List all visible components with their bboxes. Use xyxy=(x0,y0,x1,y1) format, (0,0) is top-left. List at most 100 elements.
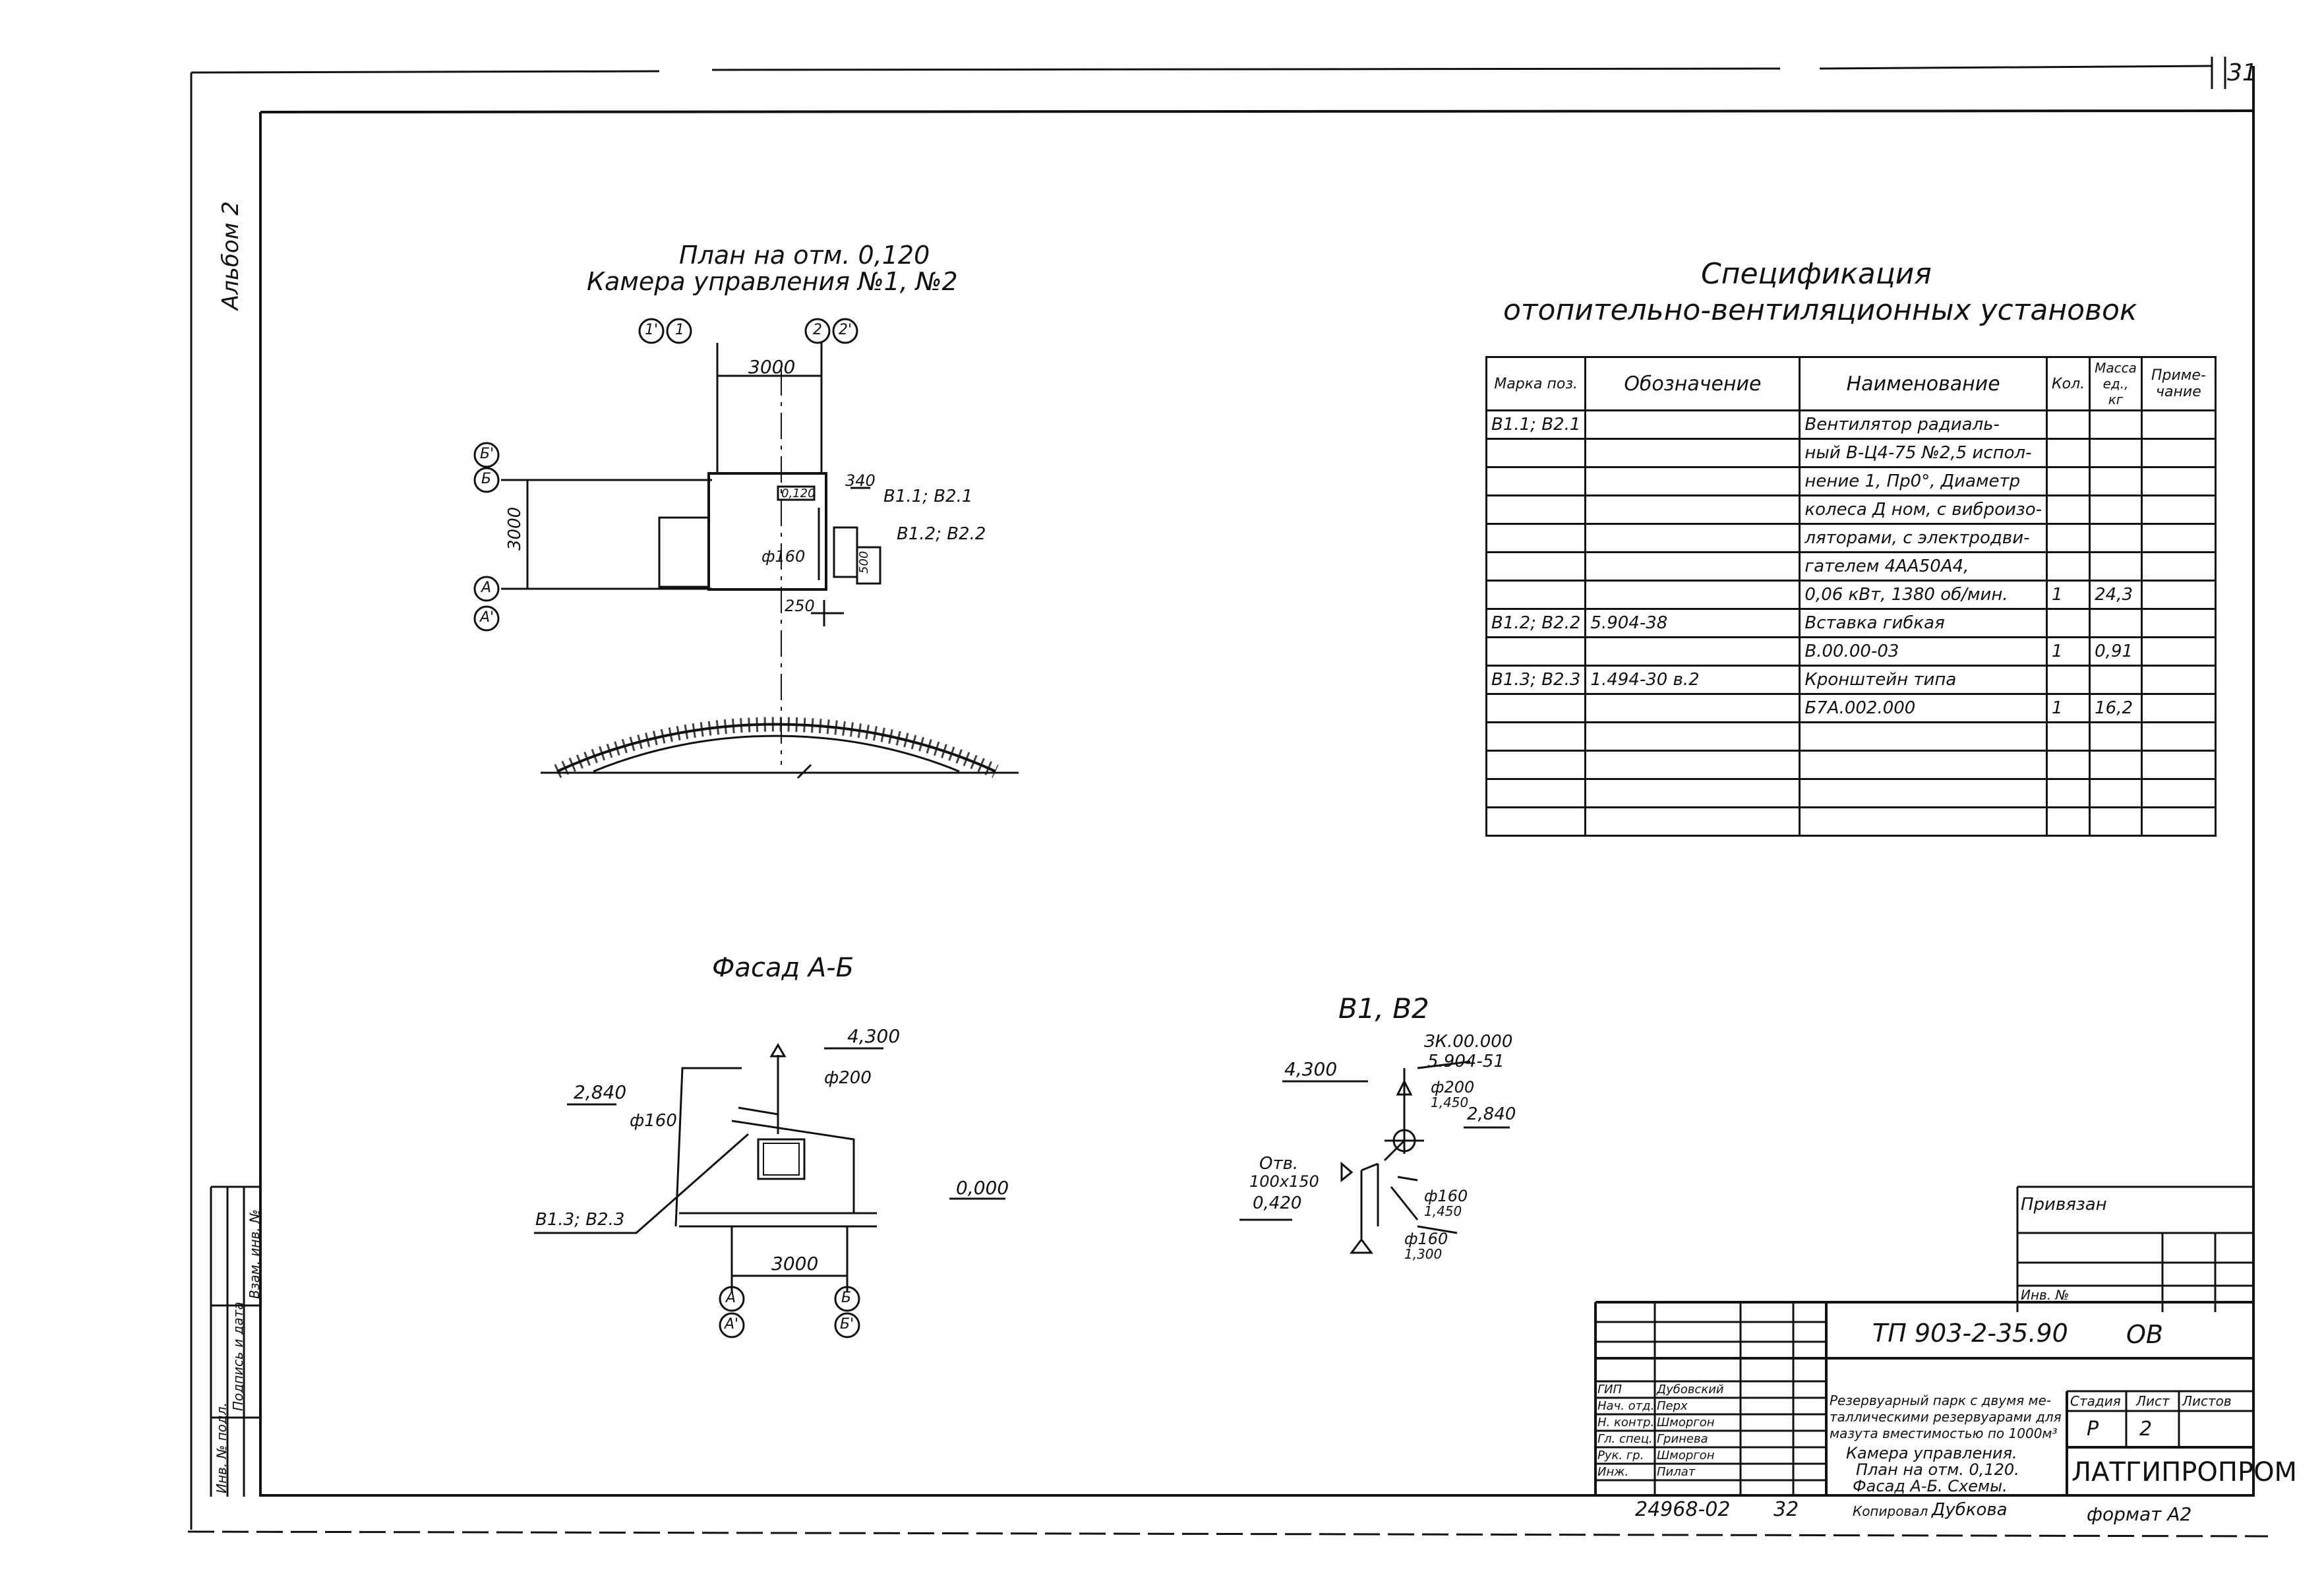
spec-cell-designation xyxy=(1584,409,1801,440)
spec-cell-name: гателем 4АА50А4, xyxy=(1799,551,2048,582)
spec-cell-qty xyxy=(2045,750,2091,780)
spec-cell-mass xyxy=(2089,409,2143,440)
stamp-desc-2: таллическими резервуарами для xyxy=(1830,1409,2062,1425)
spec-cell-designation xyxy=(1584,693,1801,723)
page-number: 31 xyxy=(2227,59,2257,86)
spec-row xyxy=(1485,806,2217,837)
spec-cell-designation xyxy=(1584,580,1801,610)
plan-title-line2: Камера управления №1, №2 xyxy=(587,267,958,296)
spec-cell-name: Кронштейн типа xyxy=(1799,665,2048,695)
spec-cell-qty xyxy=(2045,721,2091,752)
facade-mark-4300: 4,300 xyxy=(847,1025,901,1047)
spec-header-designation: Обозначение xyxy=(1584,356,1801,411)
spec-cell-mass xyxy=(2089,750,2143,780)
stamp-name-3: Гринева xyxy=(1657,1432,1708,1446)
spec-cell-qty xyxy=(2045,523,2091,553)
spec-cell-name: нение 1, Пр0°, Диаметр xyxy=(1799,466,2048,496)
spec-cell-note xyxy=(2140,693,2217,723)
plan-axis-2: 2 xyxy=(813,322,822,338)
spec-cell-designation xyxy=(1584,750,1801,780)
spec-cell-qty xyxy=(2045,495,2091,525)
scheme-p2b: 1,300 xyxy=(1404,1246,1443,1262)
scheme-otv1: Отв. xyxy=(1259,1154,1299,1174)
facade-axis-ap: А' xyxy=(725,1316,739,1333)
stamp-sheet-header: Лист xyxy=(2136,1393,2170,1409)
plan-axis-bp: Б' xyxy=(480,446,494,462)
spec-cell-mark xyxy=(1485,551,1587,582)
spec-header-row: Марка поз. Обозначение Наименование Кол.… xyxy=(1485,356,2217,411)
spec-cell-mark xyxy=(1485,466,1587,496)
spec-cell-qty xyxy=(2045,806,2091,837)
spec-cell-mark: В1.2; В2.2 xyxy=(1485,608,1587,638)
spec-row: гателем 4АА50А4, xyxy=(1485,551,2217,582)
spec-cell-name: В.00.00-03 xyxy=(1799,636,2048,667)
spec-cell-note xyxy=(2140,551,2217,582)
spec-row: ляторами, с электродви- xyxy=(1485,523,2217,553)
plan-axis-b: Б xyxy=(481,471,492,487)
spec-header-qty: Кол. xyxy=(2045,356,2091,411)
scheme-otv3: 0,420 xyxy=(1253,1193,1302,1213)
facade-dim-3000: 3000 xyxy=(771,1253,819,1274)
spec-cell-note xyxy=(2140,495,2217,525)
spec-cell-name: Б7А.002.000 xyxy=(1799,693,2048,723)
spec-cell-mark xyxy=(1485,721,1587,752)
stamp-desc-6: Фасад А-Б. Схемы. xyxy=(1853,1477,2008,1495)
stamp-role-4: Рук. гр. xyxy=(1597,1449,1644,1462)
plan-axis-2p: 2' xyxy=(839,322,852,338)
stamp-stage: Р xyxy=(2087,1418,2099,1441)
facade-phi200: ф200 xyxy=(824,1068,872,1088)
bottom-num: 32 xyxy=(1773,1498,1799,1521)
scheme-otv2: 100х150 xyxy=(1249,1172,1319,1191)
plan-room-mark: 0,120 xyxy=(781,487,816,500)
plan-dim-250: 250 xyxy=(785,597,815,615)
spec-cell-mark xyxy=(1485,636,1587,667)
spec-cell-mark xyxy=(1485,693,1587,723)
plan-axis-1: 1 xyxy=(675,322,684,338)
spec-cell-mark xyxy=(1485,495,1587,525)
scheme-t3: ф200 xyxy=(1431,1078,1475,1096)
stamp-role-0: ГИП xyxy=(1597,1383,1623,1396)
spec-cell-note xyxy=(2140,608,2217,638)
stamp-desc-4: Камера управления. xyxy=(1846,1444,2017,1462)
plan-dim-340: 340 xyxy=(845,471,876,490)
spec-cell-mark xyxy=(1485,806,1587,837)
spec-cell-note xyxy=(2140,438,2217,468)
scheme-t4: 1,450 xyxy=(1431,1094,1469,1110)
spec-cell-note xyxy=(2140,636,2217,667)
spec-cell-designation xyxy=(1584,778,1801,808)
spec-cell-mass xyxy=(2089,495,2143,525)
plan-axis-1p: 1' xyxy=(645,322,659,338)
spec-cell-qty: 1 xyxy=(2045,636,2091,667)
spec-cell-mark xyxy=(1485,750,1587,780)
stamp-org: ЛАТГИПРОПРОМ xyxy=(2071,1457,2298,1487)
spec-header-mark: Марка поз. xyxy=(1485,356,1587,411)
stamp-name-5: Пилат xyxy=(1657,1465,1696,1479)
spec-row xyxy=(1485,750,2217,780)
spec-row: колеса Д ном, с виброизо- xyxy=(1485,495,2217,525)
facade-phi160: ф160 xyxy=(630,1111,677,1131)
spec-cell-mass xyxy=(2089,551,2143,582)
facade-tag: В1.3; В2.3 xyxy=(535,1210,625,1230)
facade-axis-a: А xyxy=(726,1290,736,1306)
spec-cell-name xyxy=(1799,806,2048,837)
spec-header-mass: Масса ед., кг xyxy=(2089,356,2143,411)
spec-cell-name xyxy=(1799,778,2048,808)
side-label-vzam: Взам. инв. № xyxy=(247,1209,262,1299)
spec-cell-qty xyxy=(2045,466,2091,496)
spec-cell-designation xyxy=(1584,806,1801,837)
spec-cell-designation xyxy=(1584,495,1801,525)
plan-axis-ap: А' xyxy=(480,609,494,626)
stamp-inv-no: Инв. № xyxy=(2021,1287,2070,1303)
spec-cell-note xyxy=(2140,778,2217,808)
scheme-t1: ЗК.00.000 xyxy=(1424,1032,1513,1052)
stamp-sheet-code: ОВ xyxy=(2126,1320,2163,1349)
stamp-stage-header: Стадия xyxy=(2070,1393,2121,1409)
spec-cell-designation: 1.494-30 в.2 xyxy=(1584,665,1801,695)
spec-cell-designation xyxy=(1584,438,1801,468)
scheme-mark-4300: 4,300 xyxy=(1284,1058,1338,1080)
